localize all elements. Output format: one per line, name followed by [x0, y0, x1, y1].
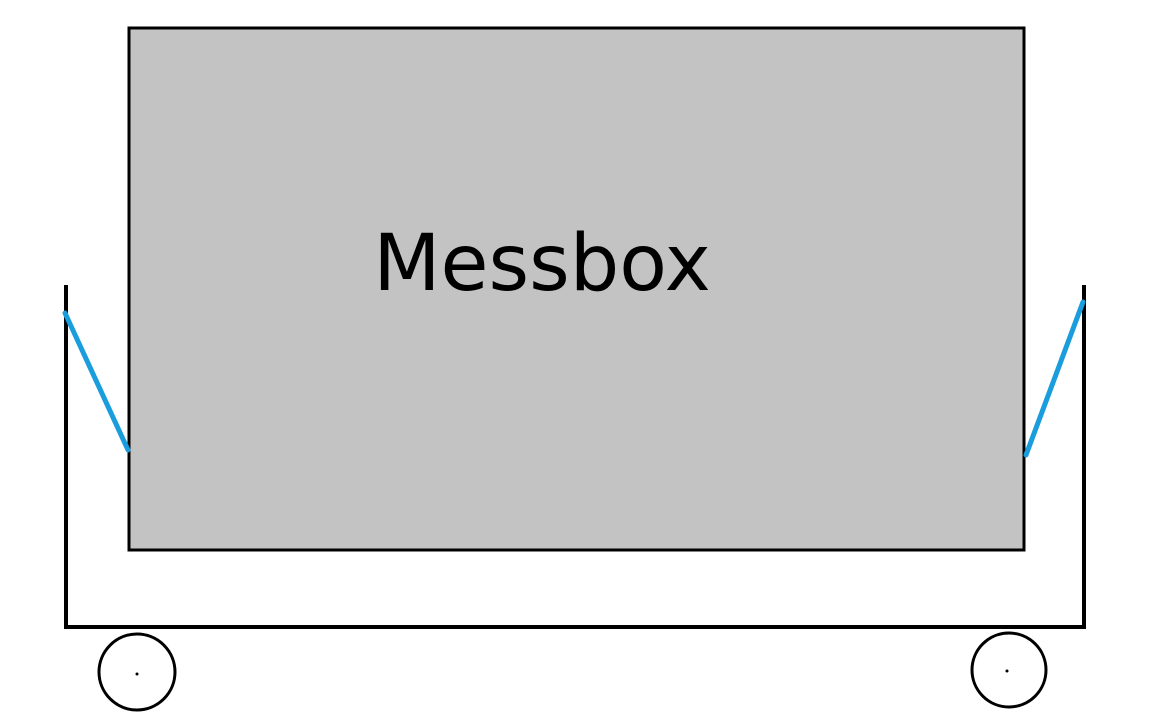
box-label: Messbox — [373, 219, 711, 309]
right-wheel — [970, 631, 1048, 709]
left-wheel — [97, 632, 177, 712]
cart-frame — [64, 285, 1086, 629]
left-strap — [62, 310, 131, 453]
right-wheel-axle — [1005, 669, 1009, 673]
right-strap — [1023, 299, 1086, 458]
left-wheel-axle — [135, 672, 139, 676]
measurement-box — [127, 26, 1026, 552]
